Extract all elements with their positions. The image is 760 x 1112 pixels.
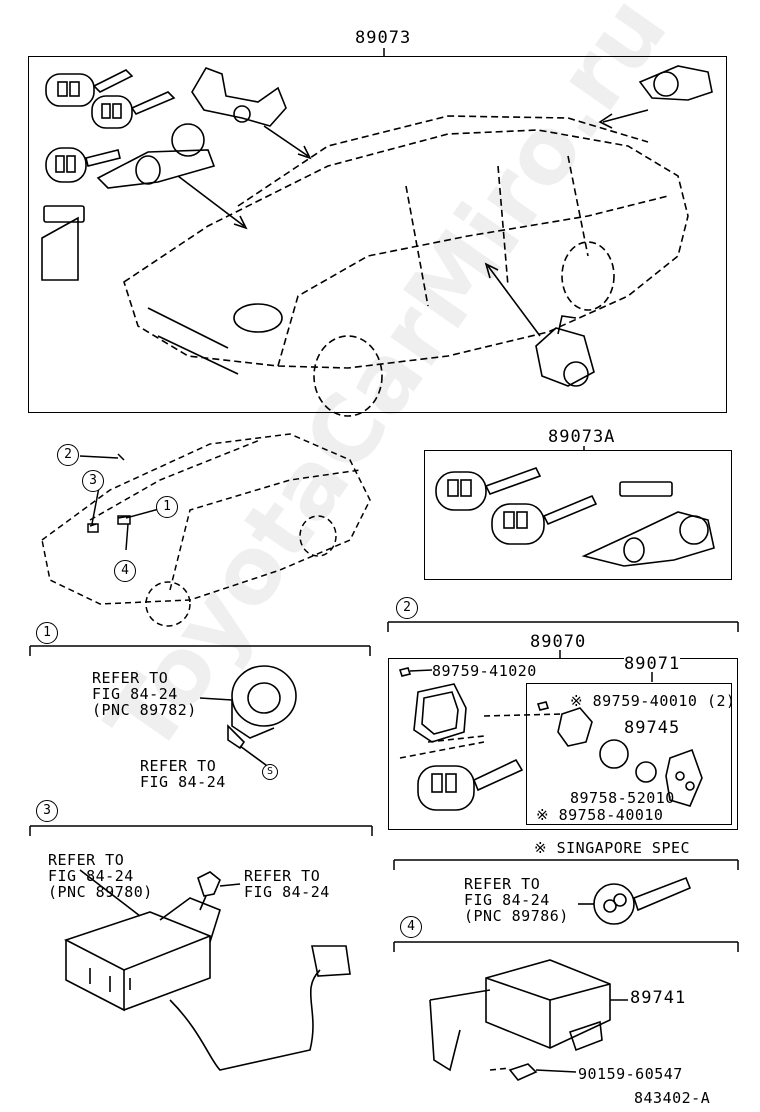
part-90159-60547: 90159-60547 [578, 1065, 683, 1083]
part-89758-40010: ※ 89758-40010 [536, 806, 664, 824]
part-89071-label: 89071 [624, 654, 681, 674]
transponder-chip-icon [43, 205, 85, 223]
callout-4: 4 [114, 560, 136, 582]
refer-fig-84-24-a: REFER TO FIG 84-24 [140, 757, 226, 791]
lock-cylinder-top-icon [191, 67, 287, 127]
section-2-number: 2 [396, 597, 418, 619]
label-card-icon [41, 216, 79, 281]
key-icon-3 [45, 147, 121, 183]
refer-fig-89782: REFER TO FIG 84-24 (PNC 89782) [92, 669, 197, 719]
singapore-spec-note: ※ SINGAPORE SPEC [534, 839, 691, 857]
callout-2: 2 [57, 444, 79, 466]
ecu-wiring-illustration [63, 869, 351, 1071]
part-89759-41020: 89759-41020 [432, 662, 537, 680]
key-set-illustration [398, 667, 703, 811]
key-kit-frame [424, 450, 732, 580]
part-89070-label: 89070 [530, 632, 587, 652]
top-frame [28, 56, 727, 413]
part-89758-52010: 89758-52010 [570, 789, 675, 807]
part-89741: 89741 [630, 988, 687, 1008]
trunk-lock-icon [638, 65, 713, 101]
key-set-frame [388, 658, 738, 830]
part-89073-label: 89073 [355, 28, 412, 48]
part-89745: 89745 [624, 718, 681, 738]
refer-fig-89780: REFER TO FIG 84-24 (PNC 89780) [48, 851, 153, 901]
car-body-outline [123, 129, 689, 369]
callout-3: 3 [82, 470, 104, 492]
ignition-cylinder-icon [96, 123, 216, 189]
figure-id: 843402-A [634, 1089, 711, 1107]
transponder-amplifier-coil-icon [199, 665, 297, 769]
key-icon-2 [91, 91, 176, 129]
part-89759-40010: ※ 89759-40010 (2) [570, 692, 736, 710]
key-kit-illustration [435, 467, 715, 567]
control-module-illustration [429, 959, 628, 1081]
refer-fig-84-24-b: REFER TO FIG 84-24 [244, 867, 330, 901]
battery-set-frame [526, 683, 732, 825]
car-exploded-illustration [41, 65, 713, 417]
key-icon-1 [45, 69, 134, 107]
section-3-number: 3 [36, 800, 58, 822]
section-1-number: 1 [36, 622, 58, 644]
s-mark: S [262, 764, 278, 780]
master-key-icon [578, 876, 692, 925]
refer-fig-89786: REFER TO FIG 84-24 (PNC 89786) [464, 875, 569, 925]
door-lock-cylinder-icon [535, 315, 595, 387]
section-4-number: 4 [400, 916, 422, 938]
callout-1: 1 [156, 496, 178, 518]
car-location-illustration [41, 433, 371, 627]
part-89073A-label: 89073A [548, 427, 616, 447]
